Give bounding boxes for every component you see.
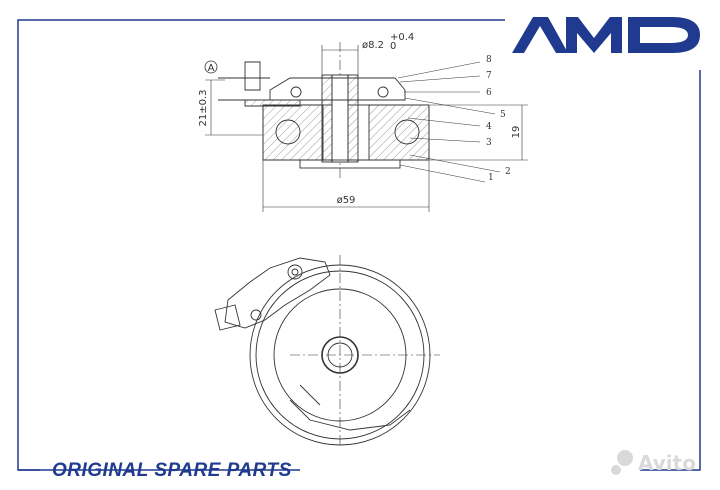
callout-6: 6 <box>486 88 492 98</box>
bore-dimension: ø8.2 +0.4 0 <box>321 32 414 75</box>
height-dimension-label: 21±0.3 <box>198 89 209 126</box>
drawing-frame-right <box>640 70 701 471</box>
bore-dimension-label: ø8.2 <box>362 40 384 51</box>
front-view <box>214 255 440 446</box>
callout-5: 5 <box>500 110 506 120</box>
callout-1: 1 <box>488 173 494 183</box>
callout-7: 7 <box>486 71 492 81</box>
width-dimension-label: 19 <box>511 126 522 139</box>
watermark-label: Avito <box>638 451 696 475</box>
footer: ORIGINAL SPARE PARTS <box>18 460 292 481</box>
datum-label: A <box>208 63 215 74</box>
brand-logo-text: AMD <box>612 46 615 49</box>
callout-4: 4 <box>486 122 492 132</box>
section-view <box>218 42 430 180</box>
datum-marker: A <box>204 60 218 74</box>
bore-tolerance-upper: +0.4 <box>390 32 414 43</box>
callout-2: 2 <box>505 167 511 177</box>
diameter-dimension-label: ø59 <box>337 195 356 206</box>
callout-labels: 8 7 6 5 4 3 2 1 <box>486 55 511 183</box>
drawing-frame <box>17 19 505 471</box>
callouts <box>397 61 501 183</box>
bore-tolerance-lower: 0 <box>390 41 396 52</box>
diameter-dimension: ø59 <box>262 160 430 212</box>
callout-3: 3 <box>486 138 492 148</box>
watermark: Avito <box>611 450 696 475</box>
brand-logo: AMD <box>512 17 700 53</box>
callout-8: 8 <box>486 55 492 65</box>
footer-label: ORIGINAL SPARE PARTS <box>52 460 292 481</box>
width-dimension: 19 <box>430 104 528 161</box>
height-dimension: 21±0.3 <box>198 79 262 136</box>
